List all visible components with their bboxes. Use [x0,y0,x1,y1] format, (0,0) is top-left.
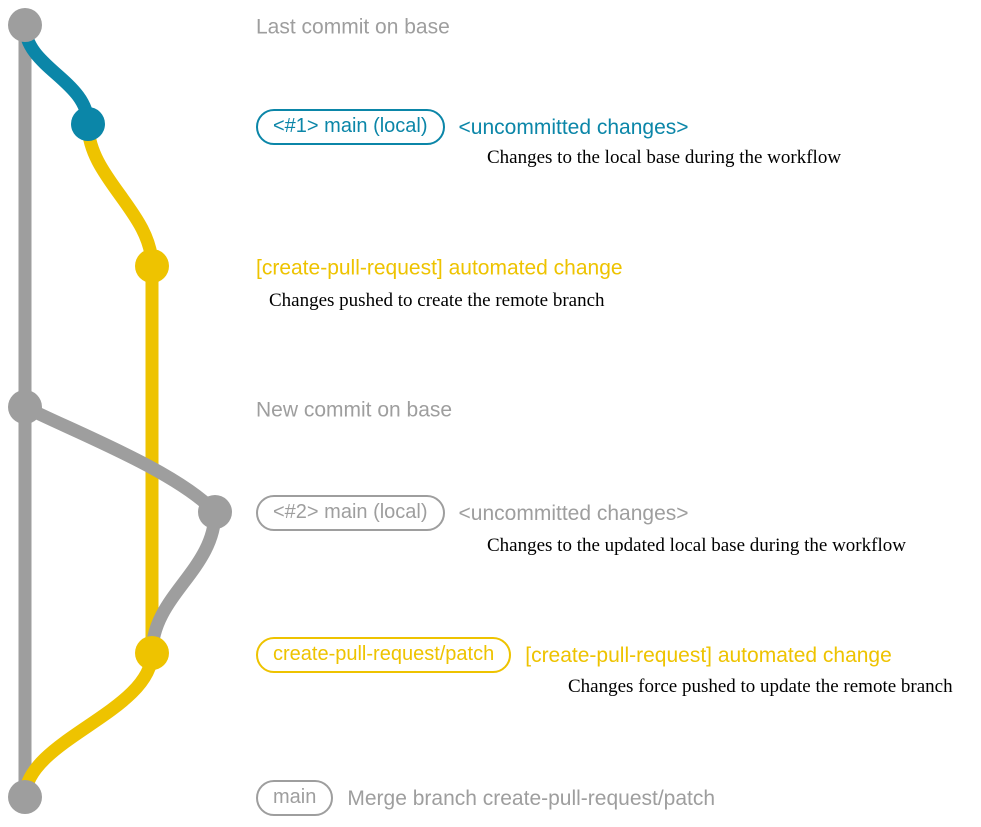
commit-row-cpr-2: create-pull-request/patch [create-pull-r… [256,637,892,673]
commit-node-local-2 [198,495,232,529]
commit-description-local-2: Changes to the updated local base during… [487,535,906,556]
commit-row-cpr-1: [create-pull-request] automated change [256,258,623,279]
commit-row-local-2: <#2> main (local) <uncommitted changes> [256,495,689,531]
branch-chip-local-2[interactable]: <#2> main (local) [256,495,445,531]
edge-base-new-to-local-2 [18,400,222,519]
branch-chip-local-1[interactable]: <#1> main (local) [256,109,445,145]
commit-subject: New commit on base [256,398,453,422]
commit-node-cpr-1 [135,249,169,283]
edge-local-2-to-cpr-2 [145,505,222,660]
edge-cpr-2-to-merge [18,646,159,804]
commit-node-base-last [8,8,42,42]
commit-node-cpr-2 [135,636,169,670]
commit-row-merge: main Merge branch create-pull-request/pa… [256,780,715,816]
edge-base-to-local-1 [18,18,95,131]
commit-subject: <uncommitted changes> [458,115,689,139]
edge-local-1-to-cpr-1 [81,117,159,273]
commit-row-base-new: New commit on base [256,400,452,421]
commit-node-merge [8,780,42,814]
commit-row-local-1: <#1> main (local) <uncommitted changes> [256,109,689,145]
commit-row-base-last: Last commit on base [256,17,450,38]
commit-description-local-1: Changes to the local base during the wor… [487,147,842,168]
commit-node-base-new [8,390,42,424]
branch-chip-main[interactable]: main [256,780,334,816]
commit-subject: [create-pull-request] automated change [525,643,892,667]
commit-description-cpr-1: Changes pushed to create the remote bran… [269,290,605,311]
commit-subject: [create-pull-request] automated change [256,256,623,280]
commit-subject: <uncommitted changes> [458,501,689,525]
commit-subject: Merge branch create-pull-request/patch [347,786,716,810]
commit-node-local-1 [71,107,105,141]
branch-chip-cpr-patch[interactable]: create-pull-request/patch [256,637,512,673]
commit-description-cpr-2: Changes force pushed to update the remot… [568,676,953,697]
commit-subject: Last commit on base [256,15,450,39]
